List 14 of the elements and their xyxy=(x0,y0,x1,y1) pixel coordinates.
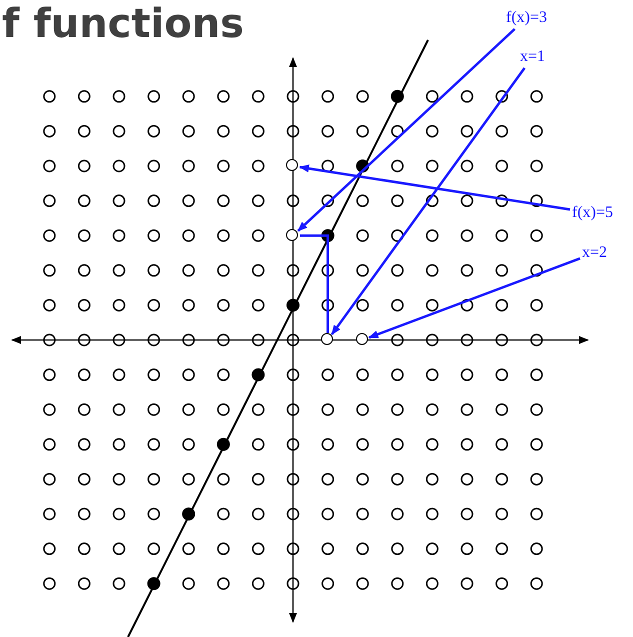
equation-label: x=2 xyxy=(582,244,608,262)
grid-point xyxy=(286,159,298,172)
equation-label: f(x)=3 xyxy=(506,9,548,27)
equation-label: x=1 xyxy=(520,48,546,66)
equation-label: f(x)=5 xyxy=(572,204,614,222)
leader-arrow xyxy=(297,28,516,232)
leader-arrow xyxy=(330,67,526,336)
grid-point xyxy=(356,333,368,346)
lookup-path xyxy=(300,234,330,333)
grid-point xyxy=(321,333,334,346)
grid-point xyxy=(286,229,298,241)
leader-arrow xyxy=(368,257,580,339)
leader-arrow xyxy=(298,164,570,211)
title: f functions xyxy=(2,0,244,48)
